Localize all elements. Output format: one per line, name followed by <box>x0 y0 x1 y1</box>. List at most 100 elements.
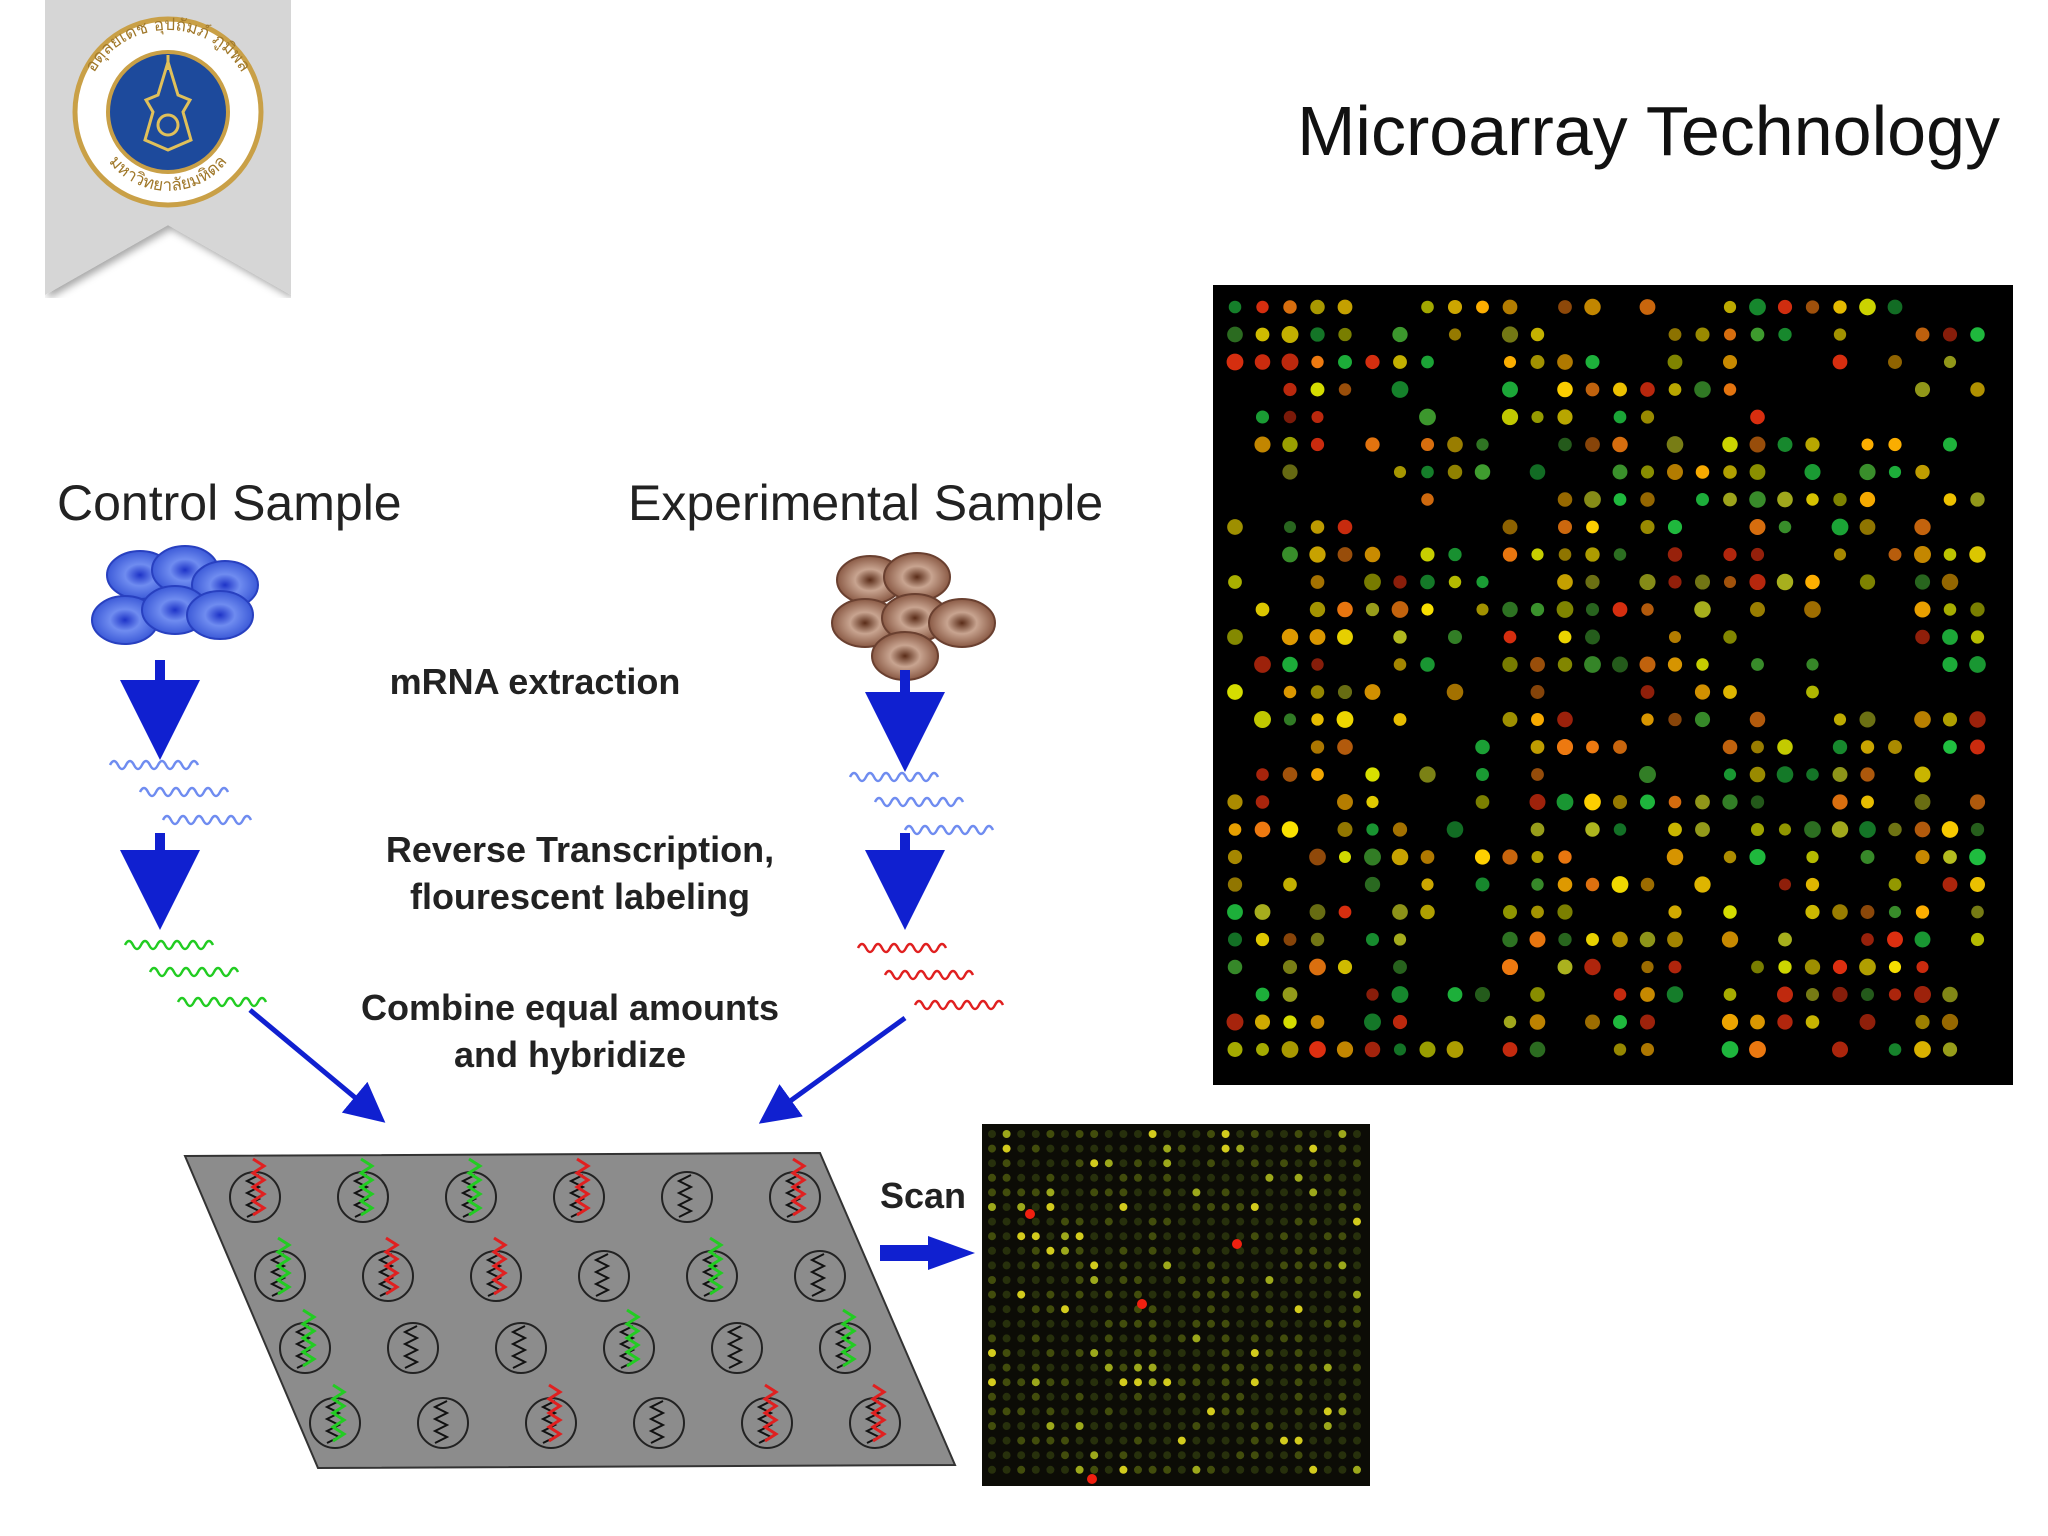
scan-spot <box>1002 1173 1011 1182</box>
scan-spot <box>1061 1290 1069 1299</box>
array-spot <box>1804 821 1821 838</box>
scan-spot <box>1134 1232 1142 1241</box>
array-spot <box>1557 519 1573 535</box>
scan-spot <box>1104 1422 1113 1430</box>
scan-spot <box>1265 1159 1274 1168</box>
scan-spot <box>1104 1349 1113 1357</box>
scan-spot <box>1134 1144 1142 1153</box>
array-spot <box>1364 1041 1381 1058</box>
array-spot <box>1970 602 1985 617</box>
array-spot <box>1612 931 1628 948</box>
array-spot <box>1282 987 1298 1002</box>
scan-spot <box>1323 1378 1332 1387</box>
array-spot <box>1310 327 1325 342</box>
scan-spot <box>1338 1217 1347 1226</box>
scan-spot <box>1294 1334 1303 1343</box>
array-spot <box>1282 959 1298 975</box>
scan-spot <box>1323 1188 1332 1197</box>
array-spot <box>1365 602 1380 617</box>
scan-spot <box>1309 1319 1318 1328</box>
array-spot <box>1667 657 1683 672</box>
array-spot <box>1530 987 1545 1002</box>
array-spot <box>1557 657 1573 672</box>
array-spot <box>1749 518 1766 536</box>
scan-spot <box>1207 1349 1215 1357</box>
scan-spot <box>1163 1319 1172 1328</box>
scan-spot <box>1031 1465 1040 1474</box>
array-spot <box>1337 959 1353 975</box>
scan-spot <box>1309 1465 1318 1474</box>
array-spot <box>1282 767 1298 782</box>
scan-spot <box>1163 1334 1172 1343</box>
scan-spot <box>1090 1392 1099 1401</box>
scan-spot <box>1177 1305 1186 1314</box>
scan-spot <box>1046 1173 1055 1182</box>
scan-spot <box>1163 1407 1172 1416</box>
scan-spot <box>1031 1130 1040 1138</box>
array-spot <box>1282 546 1298 563</box>
scan-spot <box>1002 1217 1011 1226</box>
spot-probe-icon <box>819 1308 871 1374</box>
array-spot <box>1914 711 1931 728</box>
scan-spot <box>1002 1130 1011 1138</box>
scan-spot <box>1046 1422 1055 1430</box>
scan-spot <box>1192 1451 1201 1460</box>
array-spot <box>1366 823 1379 836</box>
scan-spot <box>1236 1436 1245 1445</box>
spot-probe-icon <box>445 1157 497 1223</box>
array-spot <box>1311 355 1324 369</box>
scan-spot <box>1294 1217 1303 1226</box>
scan-spot <box>1046 1407 1055 1416</box>
array-spot <box>1447 299 1463 315</box>
scan-spot <box>1265 1378 1274 1387</box>
scan-spot <box>1353 1407 1361 1416</box>
array-spot <box>1749 848 1766 866</box>
array-spot <box>1778 520 1792 534</box>
scan-spot <box>1294 1261 1303 1270</box>
array-spot <box>1227 326 1243 343</box>
scan-spot <box>1280 1363 1288 1372</box>
array-spot <box>1640 492 1655 507</box>
scan-spot <box>1148 1217 1157 1226</box>
array-spot <box>1722 354 1738 370</box>
scan-spot <box>1265 1392 1274 1401</box>
scan-spot <box>1221 1407 1230 1416</box>
scan-spot <box>1177 1407 1186 1416</box>
scan-spot <box>1236 1173 1245 1182</box>
scan-spot <box>1163 1436 1172 1445</box>
scan-spot <box>1236 1232 1245 1241</box>
array-spot <box>1585 822 1600 837</box>
scan-spot <box>1192 1465 1201 1474</box>
scan-spot <box>1250 1173 1259 1182</box>
array-spot <box>1833 713 1847 726</box>
array-spot <box>1392 326 1408 343</box>
scan-spot <box>1148 1144 1157 1153</box>
scan-spot <box>1134 1407 1142 1416</box>
array-spot <box>1861 795 1874 809</box>
scan-spot <box>1148 1276 1157 1284</box>
scan-spot <box>1046 1217 1055 1226</box>
array-spot <box>1503 1015 1517 1029</box>
spot-probe-icon <box>741 1383 793 1449</box>
scan-spot <box>1017 1319 1026 1328</box>
scan-spot <box>1221 1246 1230 1255</box>
scan-spot <box>1002 1232 1011 1241</box>
scan-spot <box>1119 1276 1128 1284</box>
scan-spot <box>1236 1305 1245 1314</box>
diagonal-arrow-icons <box>248 1008 907 1124</box>
array-spot <box>1281 353 1299 371</box>
step-reverse-transcription: Reverse Transcription, flourescent label… <box>385 829 775 917</box>
scan-spot <box>1294 1436 1303 1445</box>
array-spot <box>1556 601 1574 618</box>
scan-spot <box>1192 1334 1201 1343</box>
scan-spot <box>1323 1407 1332 1416</box>
scan-spot <box>1002 1363 1011 1372</box>
spot-probe-icon <box>525 1383 577 1449</box>
array-spot <box>1530 740 1545 754</box>
scan-spot <box>1265 1349 1274 1357</box>
scan-spot <box>1338 1319 1347 1328</box>
scan-spot <box>1061 1144 1069 1153</box>
spot-probe-icon <box>686 1236 738 1302</box>
scan-spot <box>1090 1436 1099 1445</box>
scan-spot <box>1061 1319 1069 1328</box>
